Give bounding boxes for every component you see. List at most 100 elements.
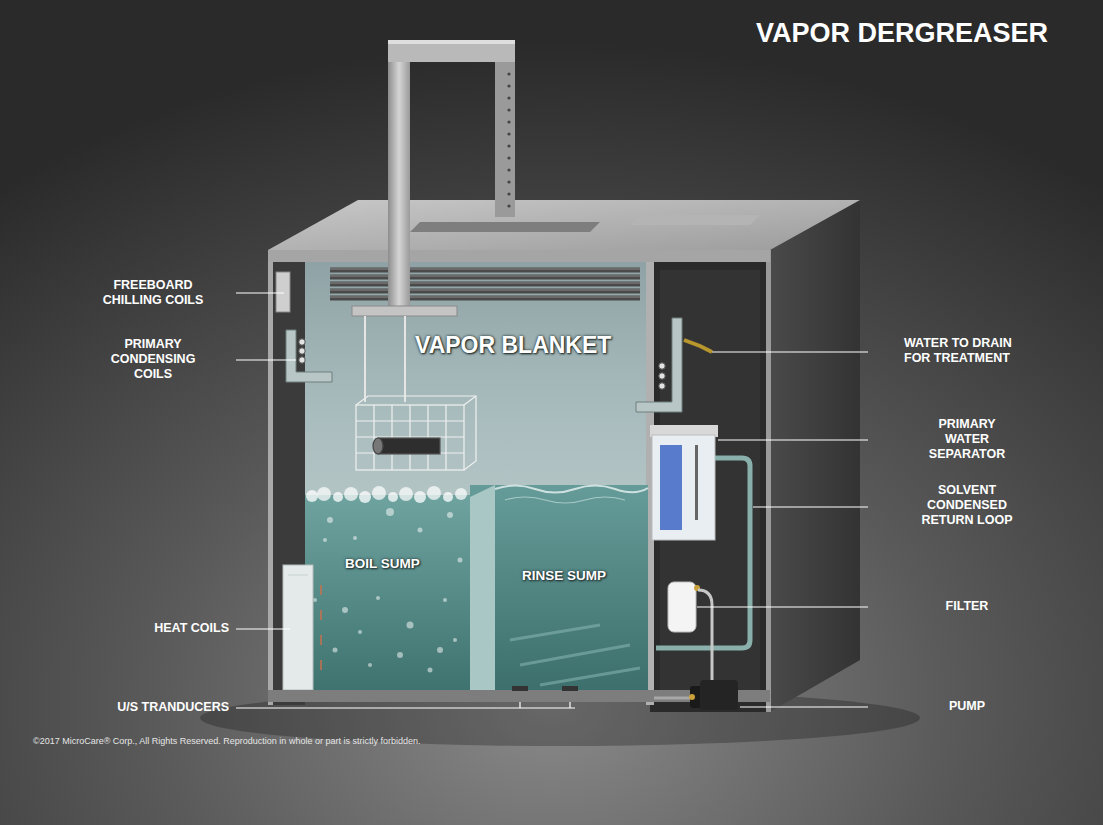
freeboard-chilling-coils bbox=[330, 289, 640, 294]
boil-sump bbox=[399, 487, 413, 501]
pump bbox=[654, 680, 738, 710]
boil-sump bbox=[376, 596, 380, 600]
floor-and-transducers bbox=[562, 686, 578, 691]
leader-line bbox=[236, 293, 868, 708]
boil-sump bbox=[407, 622, 414, 629]
hoist bbox=[352, 306, 457, 316]
boil-sump bbox=[327, 517, 333, 523]
leader-line bbox=[519, 702, 520, 708]
condensing-trough bbox=[659, 373, 665, 379]
lid bbox=[630, 215, 760, 225]
boil-sump bbox=[317, 487, 331, 501]
boil-sump bbox=[353, 536, 357, 540]
hoist bbox=[507, 180, 510, 183]
hoist bbox=[507, 144, 510, 147]
hoist bbox=[507, 192, 510, 195]
boil-sump bbox=[414, 491, 426, 503]
condensing-trough bbox=[299, 339, 305, 345]
rinse-sump bbox=[505, 497, 625, 503]
parts-basket bbox=[356, 396, 476, 470]
floor-and-transducers bbox=[512, 686, 528, 691]
boil-sump bbox=[443, 492, 453, 502]
leader-line bbox=[718, 439, 868, 440]
housing bbox=[305, 262, 650, 692]
water-separator bbox=[695, 445, 698, 520]
leader-line bbox=[236, 628, 290, 629]
boil-sump bbox=[455, 488, 467, 500]
condensing-trough bbox=[299, 357, 305, 363]
boil-sump bbox=[368, 663, 372, 667]
pump bbox=[700, 680, 738, 710]
filter bbox=[668, 582, 712, 685]
boil-sump bbox=[320, 610, 322, 620]
region-label: VAPOR BLANKET bbox=[415, 332, 611, 358]
filter bbox=[668, 582, 696, 632]
rinse-sump bbox=[470, 485, 648, 690]
water-separator bbox=[660, 445, 682, 530]
boil-sump bbox=[342, 607, 348, 613]
filter bbox=[698, 590, 712, 685]
condensing-trough bbox=[684, 340, 712, 352]
callout-label: FREEBOARD CHILLING COILS bbox=[98, 278, 208, 308]
hoist bbox=[507, 72, 510, 75]
freeboard-chilling-coils bbox=[330, 296, 640, 301]
parts-basket bbox=[356, 405, 464, 470]
freeboard-chilling-coils bbox=[330, 282, 640, 283]
boil-sump bbox=[443, 598, 447, 602]
boil-sump bbox=[320, 585, 322, 595]
hoist bbox=[388, 40, 515, 62]
housing bbox=[268, 200, 860, 712]
rinse-sump bbox=[470, 485, 495, 690]
boil-sump bbox=[306, 490, 318, 502]
rinse-sump bbox=[470, 485, 648, 690]
parts-basket bbox=[356, 420, 464, 421]
leader-line bbox=[712, 351, 868, 352]
pump bbox=[689, 694, 695, 700]
pump bbox=[654, 697, 690, 700]
boil-sump bbox=[427, 486, 441, 500]
part-label: BOIL SUMP bbox=[345, 556, 420, 571]
boil-sump bbox=[359, 491, 371, 503]
boil-sump bbox=[320, 635, 322, 645]
hoist bbox=[507, 96, 510, 99]
hoist bbox=[388, 40, 410, 310]
hoist bbox=[507, 84, 510, 87]
lid bbox=[268, 200, 860, 262]
freeboard-chilling-coils bbox=[330, 289, 640, 290]
condensing-trough bbox=[286, 318, 712, 412]
freeboard-chilling-coils bbox=[276, 269, 640, 312]
copyright-note: ©2017 MicroCare® Corp., All Rights Reser… bbox=[33, 734, 420, 749]
heat-coils bbox=[283, 565, 313, 690]
leader-line bbox=[569, 702, 570, 708]
boil-sump bbox=[323, 538, 327, 542]
hoist bbox=[507, 156, 510, 159]
condensing-trough bbox=[299, 348, 305, 354]
hoist bbox=[507, 132, 510, 135]
boil-sump bbox=[447, 512, 453, 518]
boil-sump bbox=[333, 648, 338, 653]
parts-basket bbox=[464, 396, 476, 405]
parts-basket bbox=[378, 438, 440, 454]
lid bbox=[268, 250, 770, 262]
freeboard-chilling-coils bbox=[330, 275, 640, 276]
part-label: RINSE SUMP bbox=[522, 568, 606, 583]
heat-coils bbox=[283, 565, 313, 690]
hoist bbox=[404, 316, 406, 402]
boil-sump bbox=[386, 508, 394, 516]
condensing-trough bbox=[659, 383, 665, 389]
callout-label: WATER TO DRAIN FOR TREATMENT bbox=[904, 336, 1034, 366]
hoist bbox=[495, 62, 515, 217]
leader-line bbox=[740, 706, 868, 707]
boil-sump bbox=[458, 558, 463, 563]
water-separator bbox=[650, 425, 718, 540]
callout-label: PUMP bbox=[949, 699, 985, 714]
boil-sump bbox=[428, 668, 433, 673]
hoist bbox=[507, 204, 510, 207]
water-separator bbox=[652, 435, 715, 540]
boil-sump bbox=[333, 492, 343, 502]
boil-sump bbox=[372, 486, 386, 500]
hoist bbox=[507, 120, 510, 123]
boil-sump bbox=[437, 647, 443, 653]
